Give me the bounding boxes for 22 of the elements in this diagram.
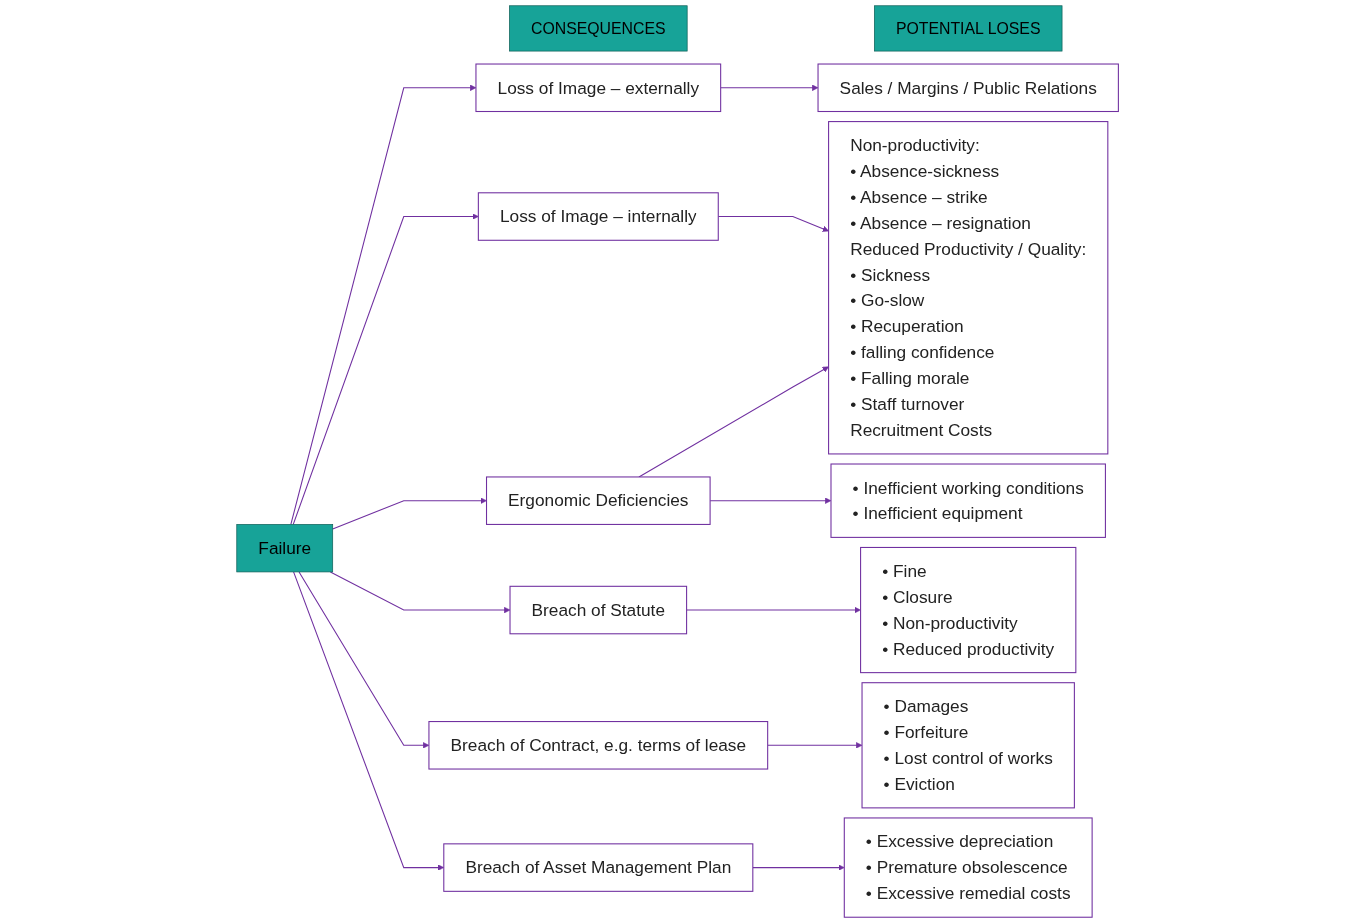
arrow	[292, 571, 444, 871]
node-box: • Excessive depreciation • Premature obsolescence • Excessive remedial costs	[843, 817, 1093, 918]
node-box: Breach of Statute	[509, 585, 688, 635]
node-box: Loss of Image – internally	[477, 192, 719, 241]
arrow	[292, 213, 479, 525]
node-box: Failure	[236, 524, 333, 573]
node-box: Sales / Margins / Public Relations	[817, 63, 1119, 113]
node-box: Breach of Contract, e.g. terms of lease	[428, 721, 769, 770]
node-box: • Fine • Closure • Non-productivity • Reduced productivity	[859, 546, 1077, 674]
node-box: Loss of Image – externally	[475, 63, 722, 113]
node-box: POTENTIAL LOSES	[873, 5, 1063, 52]
node-box: Non-productivity: • Absence-sickness • Absence – strike • Absence – resignation Reduced Productivity / Quality: • Sickness • Go-slow • Recuperation • falling confidence • Falling morale • Staff turnover Recruitment Costs	[827, 121, 1109, 455]
node-box: Breach of Asset Management Plan	[443, 843, 754, 892]
arrow	[752, 864, 845, 871]
arrow	[332, 497, 487, 530]
arrow	[686, 606, 861, 614]
arrow	[638, 366, 829, 478]
arrow	[290, 84, 477, 525]
node-box: CONSEQUENCES	[509, 5, 688, 52]
node-box: • Damages • Forfeiture • Lost control of works • Eviction	[861, 682, 1075, 809]
node-box: Ergonomic Deficiencies	[485, 476, 711, 525]
node-box: • Inefficient working conditions • Inefficient equipment	[830, 463, 1106, 538]
